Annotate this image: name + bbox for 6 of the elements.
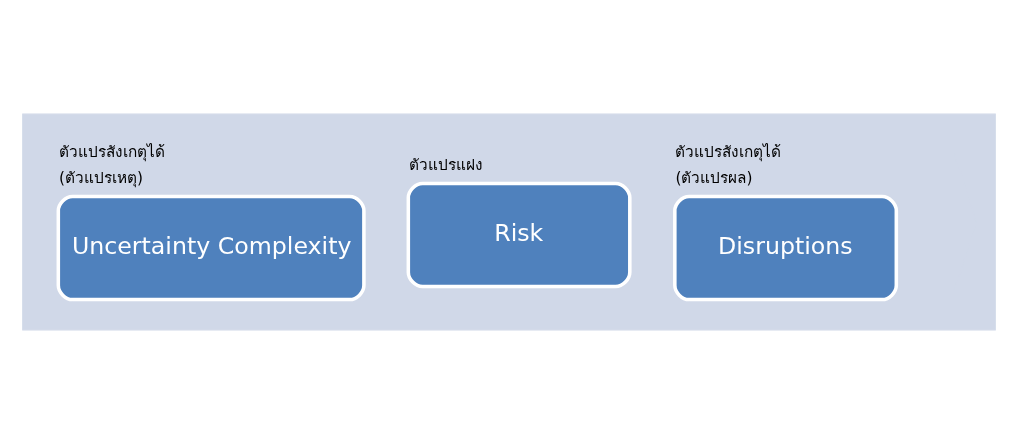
node-label: (ตัวแปรผล) — [675, 168, 753, 187]
node-label: ตัวแปรแฝง — [408, 155, 483, 174]
cluster — [22, 113, 996, 330]
node-label: ตัวแปรสังเกตุได้ — [675, 142, 782, 161]
node-label: (ตัวแปรเหตุ) — [58, 168, 143, 187]
node-label: ตัวแปรสังเกตุได้ — [58, 142, 165, 161]
